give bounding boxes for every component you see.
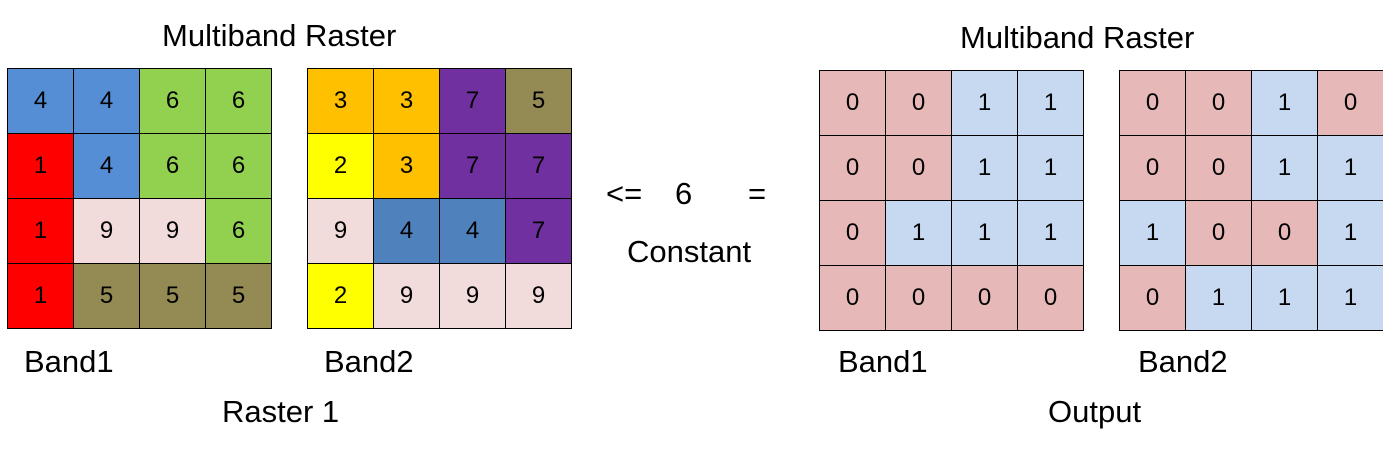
input-band1-cell-r1-c4: 6 <box>206 69 272 134</box>
output-band2-cell-r4-c1: 0 <box>1120 266 1186 331</box>
output-title: Multiband Raster <box>960 20 1195 55</box>
output-band1-cell-r3-c2: 1 <box>886 201 952 266</box>
output-band1-cell-r4-c2: 0 <box>886 266 952 331</box>
output-band1-cell-r2-c3: 1 <box>952 136 1018 201</box>
input-band1-cell-r3-c3: 9 <box>140 199 206 264</box>
input-band1-cell-r4-c3: 5 <box>140 264 206 329</box>
output-band2-cell-r3-c4: 1 <box>1318 201 1383 266</box>
output-band2-cell-r3-c1: 1 <box>1120 201 1186 266</box>
input-band2-cell-r3-c1: 9 <box>308 199 374 264</box>
input-band1-cell-r4-c4: 5 <box>206 264 272 329</box>
output-band1-cell-r3-c4: 1 <box>1018 201 1084 266</box>
input-band2-cell-r1-c3: 7 <box>440 69 506 134</box>
output-band2-cell-r2-c4: 1 <box>1318 136 1383 201</box>
input-band2-cell-r2-c4: 7 <box>506 134 572 199</box>
input-title: Multiband Raster <box>162 18 397 53</box>
output-band1-cell-r1-c1: 0 <box>820 71 886 136</box>
input-band2-label: Band2 <box>324 344 414 379</box>
input-band1-label: Band1 <box>24 344 114 379</box>
output-caption: Output <box>1048 394 1142 429</box>
input-band2-cell-r4-c1: 2 <box>308 264 374 329</box>
input-band2-cell-r4-c3: 9 <box>440 264 506 329</box>
output-band1-cell-r3-c1: 0 <box>820 201 886 266</box>
input-band1-cell-r4-c1: 1 <box>8 264 74 329</box>
output-band2-cell-r4-c4: 1 <box>1318 266 1383 331</box>
output-band1-cell-r2-c2: 0 <box>886 136 952 201</box>
input-band1-cell-r1-c1: 4 <box>8 69 74 134</box>
input-band1-cell-r2-c3: 6 <box>140 134 206 199</box>
input-band2-cell-r1-c2: 3 <box>374 69 440 134</box>
output-band1-cell-r1-c4: 1 <box>1018 71 1084 136</box>
output-band1-cell-r3-c3: 1 <box>952 201 1018 266</box>
input-band2-cell-r1-c1: 3 <box>308 69 374 134</box>
input-band2-cell-r4-c4: 9 <box>506 264 572 329</box>
output-band2-cell-r1-c1: 0 <box>1120 71 1186 136</box>
output-band1-cell-r1-c2: 0 <box>886 71 952 136</box>
input-band2-cell-r4-c2: 9 <box>374 264 440 329</box>
output-band2-cell-r1-c2: 0 <box>1186 71 1252 136</box>
input-caption: Raster 1 <box>222 394 340 429</box>
input-band1-cell-r4-c2: 5 <box>74 264 140 329</box>
output-band2-cell-r2-c3: 1 <box>1252 136 1318 201</box>
output-band2-cell-r2-c1: 0 <box>1120 136 1186 201</box>
output-band1-cell-r2-c1: 0 <box>820 136 886 201</box>
input-band2-cell-r3-c3: 4 <box>440 199 506 264</box>
input-band1-cell-r1-c3: 6 <box>140 69 206 134</box>
output-band2-label: Band2 <box>1138 344 1228 379</box>
equals-symbol: = <box>748 176 767 211</box>
output-band2-cell-r3-c3: 0 <box>1252 201 1318 266</box>
output-band2-cell-r2-c2: 0 <box>1186 136 1252 201</box>
output-band2-cell-r4-c3: 1 <box>1252 266 1318 331</box>
output-band2-cell-r1-c4: 0 <box>1318 71 1383 136</box>
input-band1-cell-r3-c4: 6 <box>206 199 272 264</box>
output-band1-cell-r4-c4: 0 <box>1018 266 1084 331</box>
input-band1-cell-r2-c2: 4 <box>74 134 140 199</box>
operator-symbol: <= <box>606 176 643 211</box>
input-band2-cell-r3-c4: 7 <box>506 199 572 264</box>
input-band1-cell-r1-c2: 4 <box>74 69 140 134</box>
output-band2-cell-r1-c3: 1 <box>1252 71 1318 136</box>
input-band2-cell-r1-c4: 5 <box>506 69 572 134</box>
output-band1-label: Band1 <box>838 344 928 379</box>
input-band2-cell-r2-c2: 3 <box>374 134 440 199</box>
input-band2-cell-r2-c3: 7 <box>440 134 506 199</box>
input-band1-cell-r3-c2: 9 <box>74 199 140 264</box>
output-band2-cell-r4-c2: 1 <box>1186 266 1252 331</box>
output-band1-cell-r4-c1: 0 <box>820 266 886 331</box>
output-band1-cell-r1-c3: 1 <box>952 71 1018 136</box>
constant-label: Constant <box>627 234 752 269</box>
input-band2-cell-r2-c1: 2 <box>308 134 374 199</box>
input-band1-cell-r2-c4: 6 <box>206 134 272 199</box>
input-band1-cell-r2-c1: 1 <box>8 134 74 199</box>
output-band1-cell-r4-c3: 0 <box>952 266 1018 331</box>
input-band1-cell-r3-c1: 1 <box>8 199 74 264</box>
output-band2-cell-r3-c2: 0 <box>1186 201 1252 266</box>
input-band2-cell-r3-c2: 4 <box>374 199 440 264</box>
constant-value: 6 <box>675 176 693 211</box>
output-band1-cell-r2-c4: 1 <box>1018 136 1084 201</box>
